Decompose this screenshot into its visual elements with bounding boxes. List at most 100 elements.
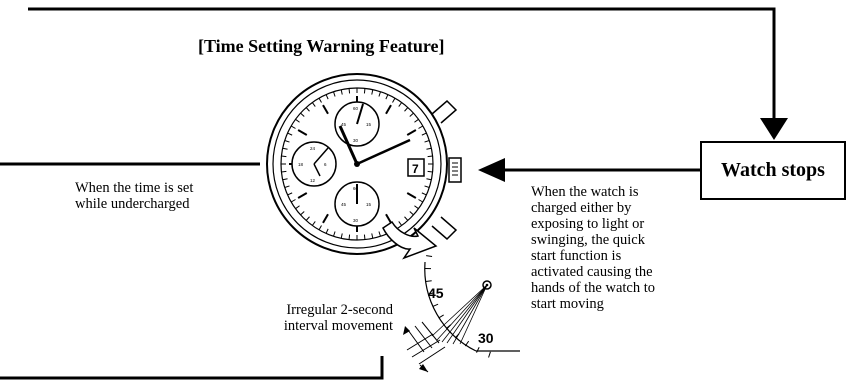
minute-tick (398, 221, 403, 226)
movement-fan (403, 255, 520, 373)
minute-tick (404, 107, 409, 112)
movement-arrows (403, 321, 446, 373)
left-arrowhead (478, 158, 505, 182)
minute-tick (318, 225, 322, 231)
minute-tick (287, 192, 293, 196)
subdial-left-number: 18 (298, 162, 304, 167)
minute-tick (378, 231, 381, 237)
watch-illustration (266, 73, 462, 260)
subdial-top-number: 15 (366, 122, 372, 127)
minute-tick (424, 185, 430, 188)
minute-tick (414, 118, 419, 123)
minute-tick (284, 140, 290, 143)
watch-stops-box: Watch stops (700, 141, 846, 200)
fan-arc (424, 261, 477, 352)
subdial-left-number: 12 (310, 178, 316, 183)
minute-tick (363, 88, 366, 94)
minute-tick (427, 155, 433, 158)
top-flow-line (28, 7, 776, 120)
fan-tick (438, 314, 444, 319)
minute-tick (421, 192, 427, 196)
watch-bezel (272, 79, 442, 249)
hour-marker (385, 104, 392, 115)
hour-marker (322, 104, 329, 115)
hour-marker (406, 192, 417, 199)
minute-ticks (281, 88, 433, 240)
subdial-bottom-number: 60 (353, 186, 359, 191)
right-caption: When the watch is charged either by expo… (531, 184, 656, 312)
minute-tick (281, 155, 287, 158)
minute-tick (290, 199, 296, 203)
hour-marker (406, 129, 417, 136)
fan-tick (476, 347, 480, 353)
movement-caption: Irregular 2-second interval movement (283, 302, 393, 334)
subdial-bottom-number: 15 (366, 202, 372, 207)
minute-tick (325, 94, 329, 100)
subdial-left-numbers: 24 6 18 12 (298, 146, 327, 183)
minute-tick (378, 91, 381, 97)
subdial-bottom-number: 30 (353, 218, 359, 223)
subdial-left (291, 141, 337, 187)
hour-marker (322, 213, 329, 224)
minute-tick (385, 94, 389, 100)
minute-tick (414, 205, 419, 210)
date-window (407, 158, 425, 177)
minute-tick (311, 102, 316, 107)
minute-tick (340, 233, 343, 239)
left-caption: When the time is set while undercharged (75, 180, 194, 212)
minute-tick (418, 125, 424, 129)
hour-marker (385, 213, 392, 224)
minute-tick (290, 125, 296, 129)
fan-tick (488, 351, 491, 358)
minute-tick (333, 91, 336, 97)
minute-tick (409, 112, 414, 117)
minute-tick (281, 170, 287, 173)
minute-tick (300, 112, 305, 117)
center-pin (354, 161, 360, 167)
diagram-title: [Time Setting Warning Feature] (198, 36, 445, 56)
subdial-top-number: 45 (341, 122, 347, 127)
fan-tick (464, 340, 470, 347)
fan-tick (426, 255, 433, 258)
subdial-top-numbers: 60 15 45 30 (341, 106, 372, 143)
crown (448, 157, 462, 183)
minute-tick (348, 88, 351, 94)
subdial-top-number: 30 (353, 138, 359, 143)
subdial-top-number: 60 (353, 106, 359, 111)
minute-tick (398, 102, 403, 107)
upper-pusher (431, 99, 458, 124)
fan-tick (432, 303, 439, 307)
minute-tick (287, 132, 293, 136)
down-arrowhead (760, 118, 788, 140)
minute-hand (356, 138, 411, 166)
fan-hand-lines (431, 284, 488, 345)
subdial-bottom-numbers: 60 15 45 30 (341, 186, 372, 223)
minute-tick (284, 185, 290, 188)
minute-tick (282, 178, 288, 181)
minute-tick (333, 231, 336, 237)
fan-number-30: 30 (478, 330, 494, 346)
watch-stops-label: Watch stops (721, 159, 825, 181)
fan-tick (428, 292, 435, 295)
bottom-flow-line (0, 356, 384, 380)
minute-tick (371, 89, 374, 95)
minute-tick (282, 147, 288, 150)
minute-tick (318, 97, 322, 103)
minute-tick (371, 233, 374, 239)
flow-lines (0, 7, 788, 380)
minute-tick (295, 205, 300, 210)
minute-tick (340, 89, 343, 95)
minute-tick (295, 118, 300, 123)
minute-tick (424, 140, 430, 143)
minute-tick (426, 147, 432, 150)
minute-tick (300, 211, 305, 216)
hour-marker (297, 192, 308, 199)
date-number: 7 (412, 162, 419, 176)
minute-tick (409, 211, 414, 216)
hour-hand (338, 125, 359, 165)
minute-tick (311, 221, 316, 226)
minute-tick (418, 199, 424, 203)
minute-tick (363, 234, 366, 240)
subdial-left-number: 6 (324, 162, 327, 167)
